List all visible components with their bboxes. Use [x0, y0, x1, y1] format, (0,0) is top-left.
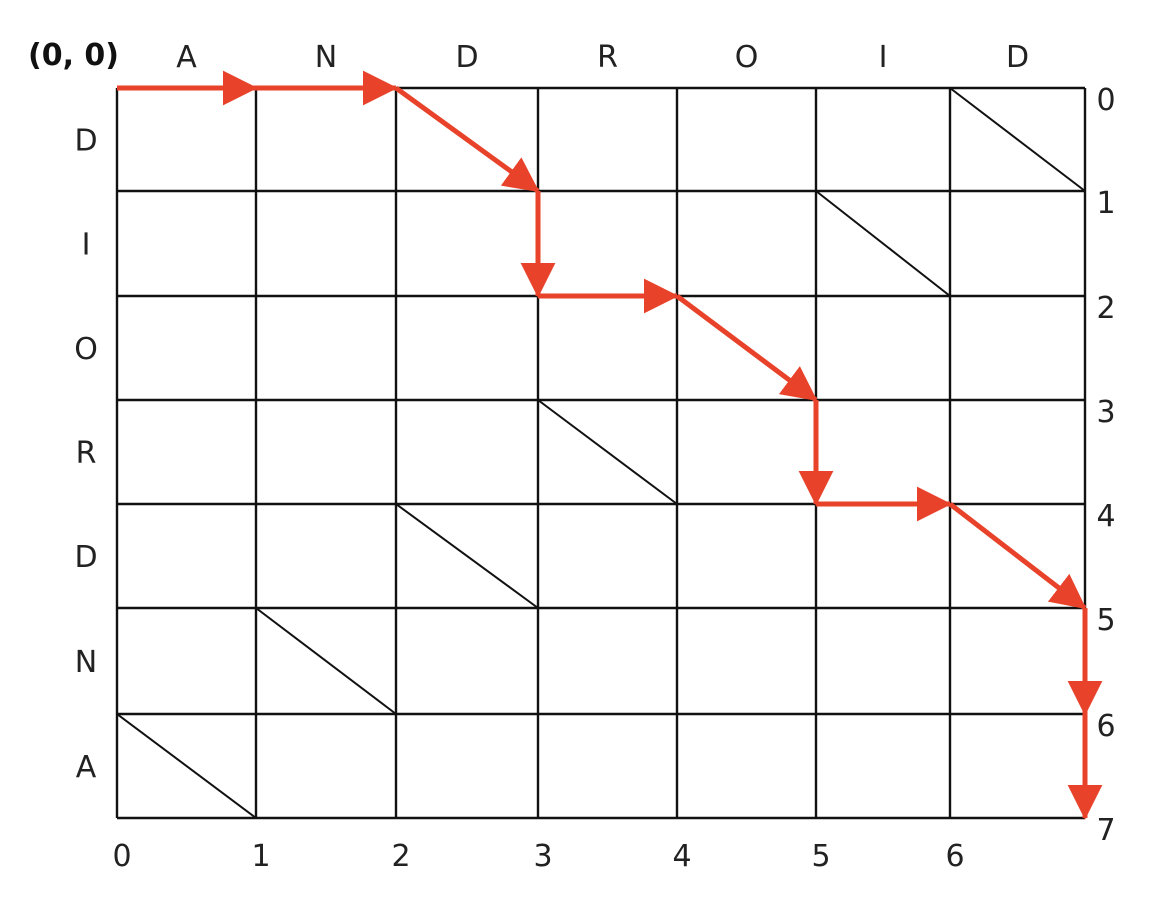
column-number-3: 3: [533, 839, 552, 874]
left-letter-2: O: [74, 332, 98, 367]
left-letter-5: N: [75, 645, 97, 680]
left-letter-3: R: [76, 436, 97, 471]
match-diagonal-1: [815, 190, 951, 297]
column-number-1: 1: [251, 839, 270, 874]
top-letter-1: N: [315, 40, 337, 75]
path-arrow-2: [394, 85, 540, 194]
match-diagonal-0: [949, 87, 1086, 192]
left-letter-6: A: [76, 750, 97, 785]
column-number-6: 6: [945, 839, 964, 874]
column-number-5: 5: [811, 839, 830, 874]
left-letter-1: I: [82, 228, 91, 263]
path-arrow-5: [675, 293, 818, 403]
top-letter-0: A: [176, 40, 197, 75]
left-letter-4: D: [74, 540, 97, 575]
row-number-0: 0: [1096, 83, 1115, 118]
alignment-path: [117, 70, 1103, 820]
row-number-6: 6: [1096, 709, 1115, 744]
row-number-3: 3: [1096, 395, 1115, 430]
match-diagonals: [116, 87, 1086, 819]
row-number-5: 5: [1096, 603, 1115, 638]
column-number-0: 0: [112, 839, 131, 874]
match-diagonal-3: [395, 503, 539, 609]
column-number-2: 2: [391, 839, 410, 874]
left-letter-0: D: [74, 124, 97, 159]
origin-label: (0, 0): [28, 38, 119, 73]
top-letter-6: D: [1006, 40, 1029, 75]
top-letter-5: I: [879, 40, 888, 75]
path-arrow-8: [948, 502, 1087, 610]
match-diagonal-5: [116, 713, 257, 819]
top-letter-4: O: [735, 40, 759, 75]
column-number-4: 4: [672, 839, 691, 874]
grid: [115, 86, 1087, 820]
top-letter-3: R: [597, 40, 618, 75]
match-diagonal-4: [255, 607, 397, 715]
row-number-4: 4: [1096, 499, 1115, 534]
top-letter-2: D: [455, 40, 478, 75]
match-diagonal-2: [537, 399, 678, 505]
row-number-7: 7: [1096, 813, 1115, 848]
labels: A N D R O I D D I O R D N A 0 1 2 3 4 5 6 0 1 2 3 4 5 6 7: [74, 40, 1115, 874]
row-number-2: 2: [1096, 291, 1115, 326]
row-number-1: 1: [1096, 186, 1115, 221]
